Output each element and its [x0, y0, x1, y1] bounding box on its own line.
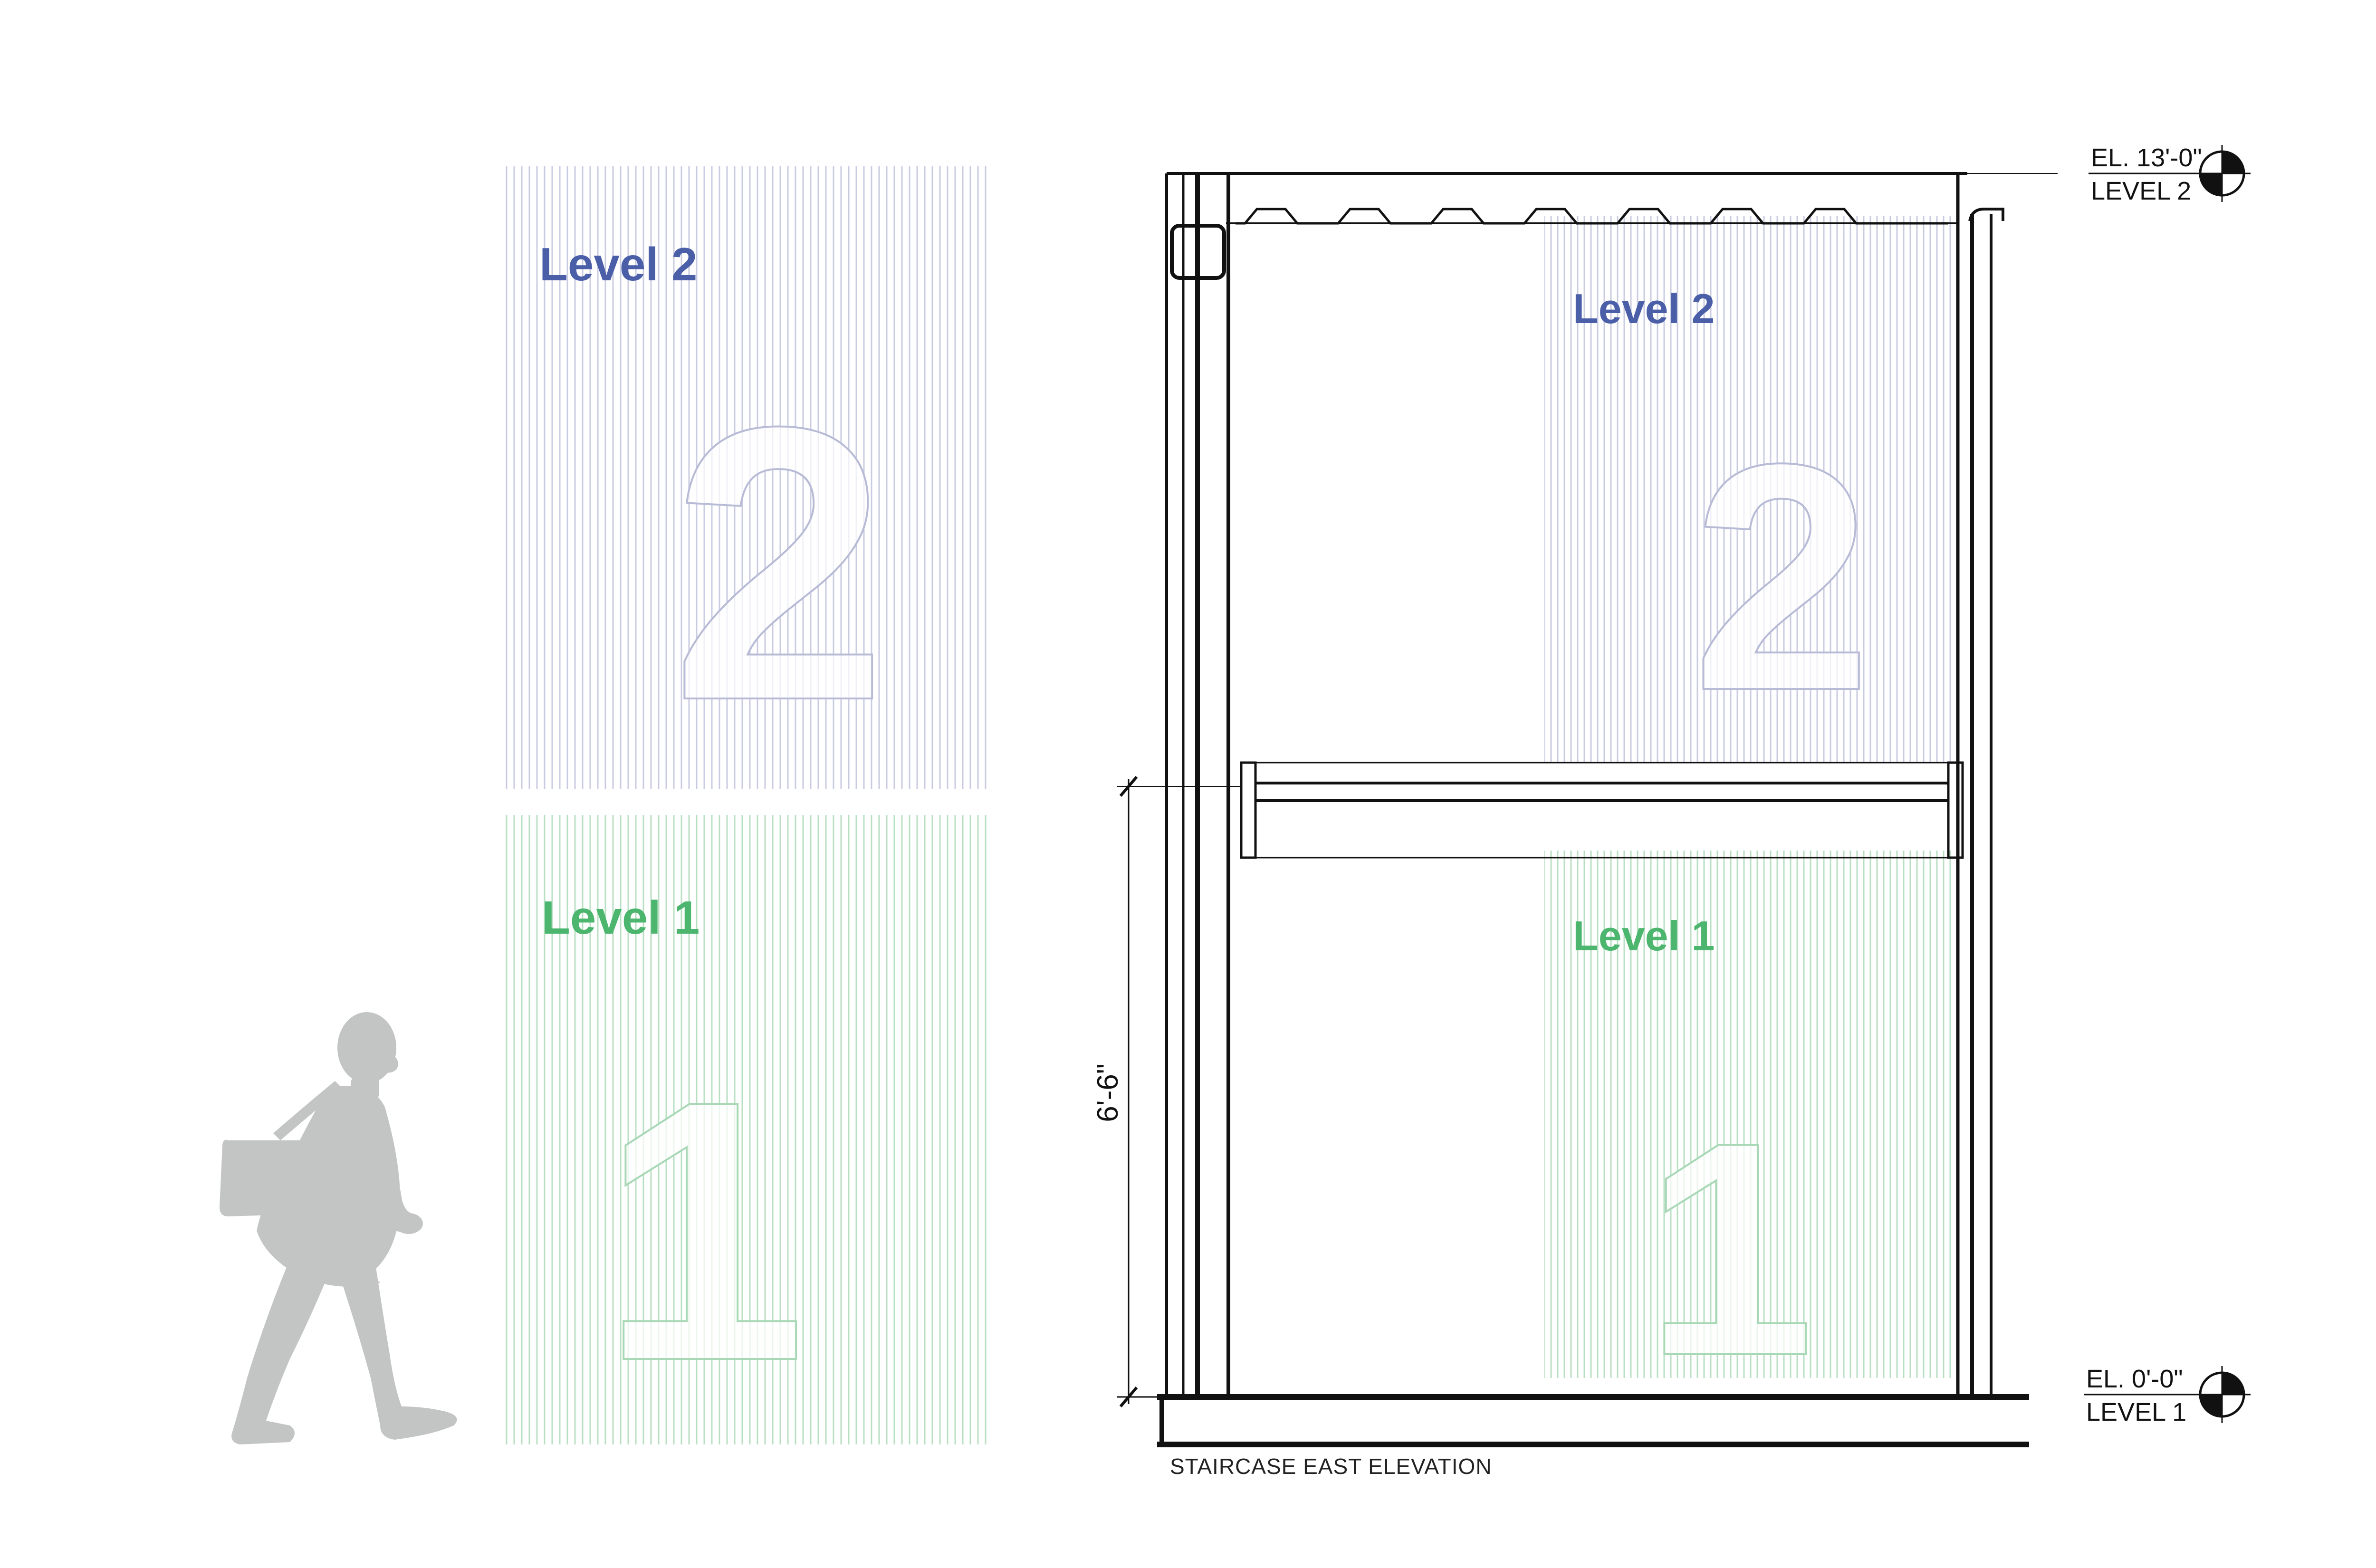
- elevation-datum-icon: [2194, 145, 2251, 202]
- drawing-caption: STAIRCASE EAST ELEVATION: [1170, 1454, 1492, 1479]
- elevation-level-1-numeral: 1: [1645, 1079, 1814, 1419]
- level-1-level-text: LEVEL 1: [2086, 1398, 2186, 1426]
- panel-level-2-label: Level 2: [539, 238, 697, 290]
- elevation-level-1-graphic: 1 Level 1: [1544, 851, 1951, 1420]
- panel-level-2-numeral: 2: [671, 346, 888, 781]
- elevation-level-2-graphic: 2 Level 2: [1544, 216, 1951, 763]
- level-2-elevation-text: EL. 13'-0": [2091, 143, 2202, 172]
- elevation-level-2-label: Level 2: [1573, 285, 1715, 332]
- level-1-elevation-text: EL. 0'-0": [2086, 1365, 2183, 1393]
- level-2-marker: EL. 13'-0" LEVEL 2: [2089, 143, 2251, 205]
- elevation-level-1-label: Level 1: [1573, 912, 1715, 959]
- height-dimension: 6'-6": [1092, 776, 1138, 1407]
- panel-level-1-stripes: [506, 815, 987, 1444]
- roof-deck: [1236, 208, 1948, 225]
- panel-level-2-stripes: [506, 166, 987, 789]
- elevation-structure: [1117, 172, 2058, 1447]
- dimension-label: 6'-6": [1092, 1063, 1124, 1122]
- panel-level-1-label: Level 1: [542, 891, 699, 944]
- person-walking-with-bag-icon: [220, 1012, 457, 1444]
- panel-level-2: 2 Level 2: [506, 166, 987, 789]
- elevation-level-2-numeral: 2: [1692, 397, 1872, 758]
- level-1-marker: EL. 0'-0" LEVEL 1: [2084, 1365, 2251, 1426]
- level-2-level-text: LEVEL 2: [2091, 177, 2191, 205]
- elevation-datum-icon: [2194, 1366, 2251, 1423]
- panel-level-1-numeral: 1: [600, 1024, 806, 1438]
- elevation-level-1-stripes: [1544, 851, 1951, 1378]
- elevation-level-2-stripes: [1544, 216, 1951, 763]
- panel-level-1: 1 Level 1: [506, 815, 987, 1444]
